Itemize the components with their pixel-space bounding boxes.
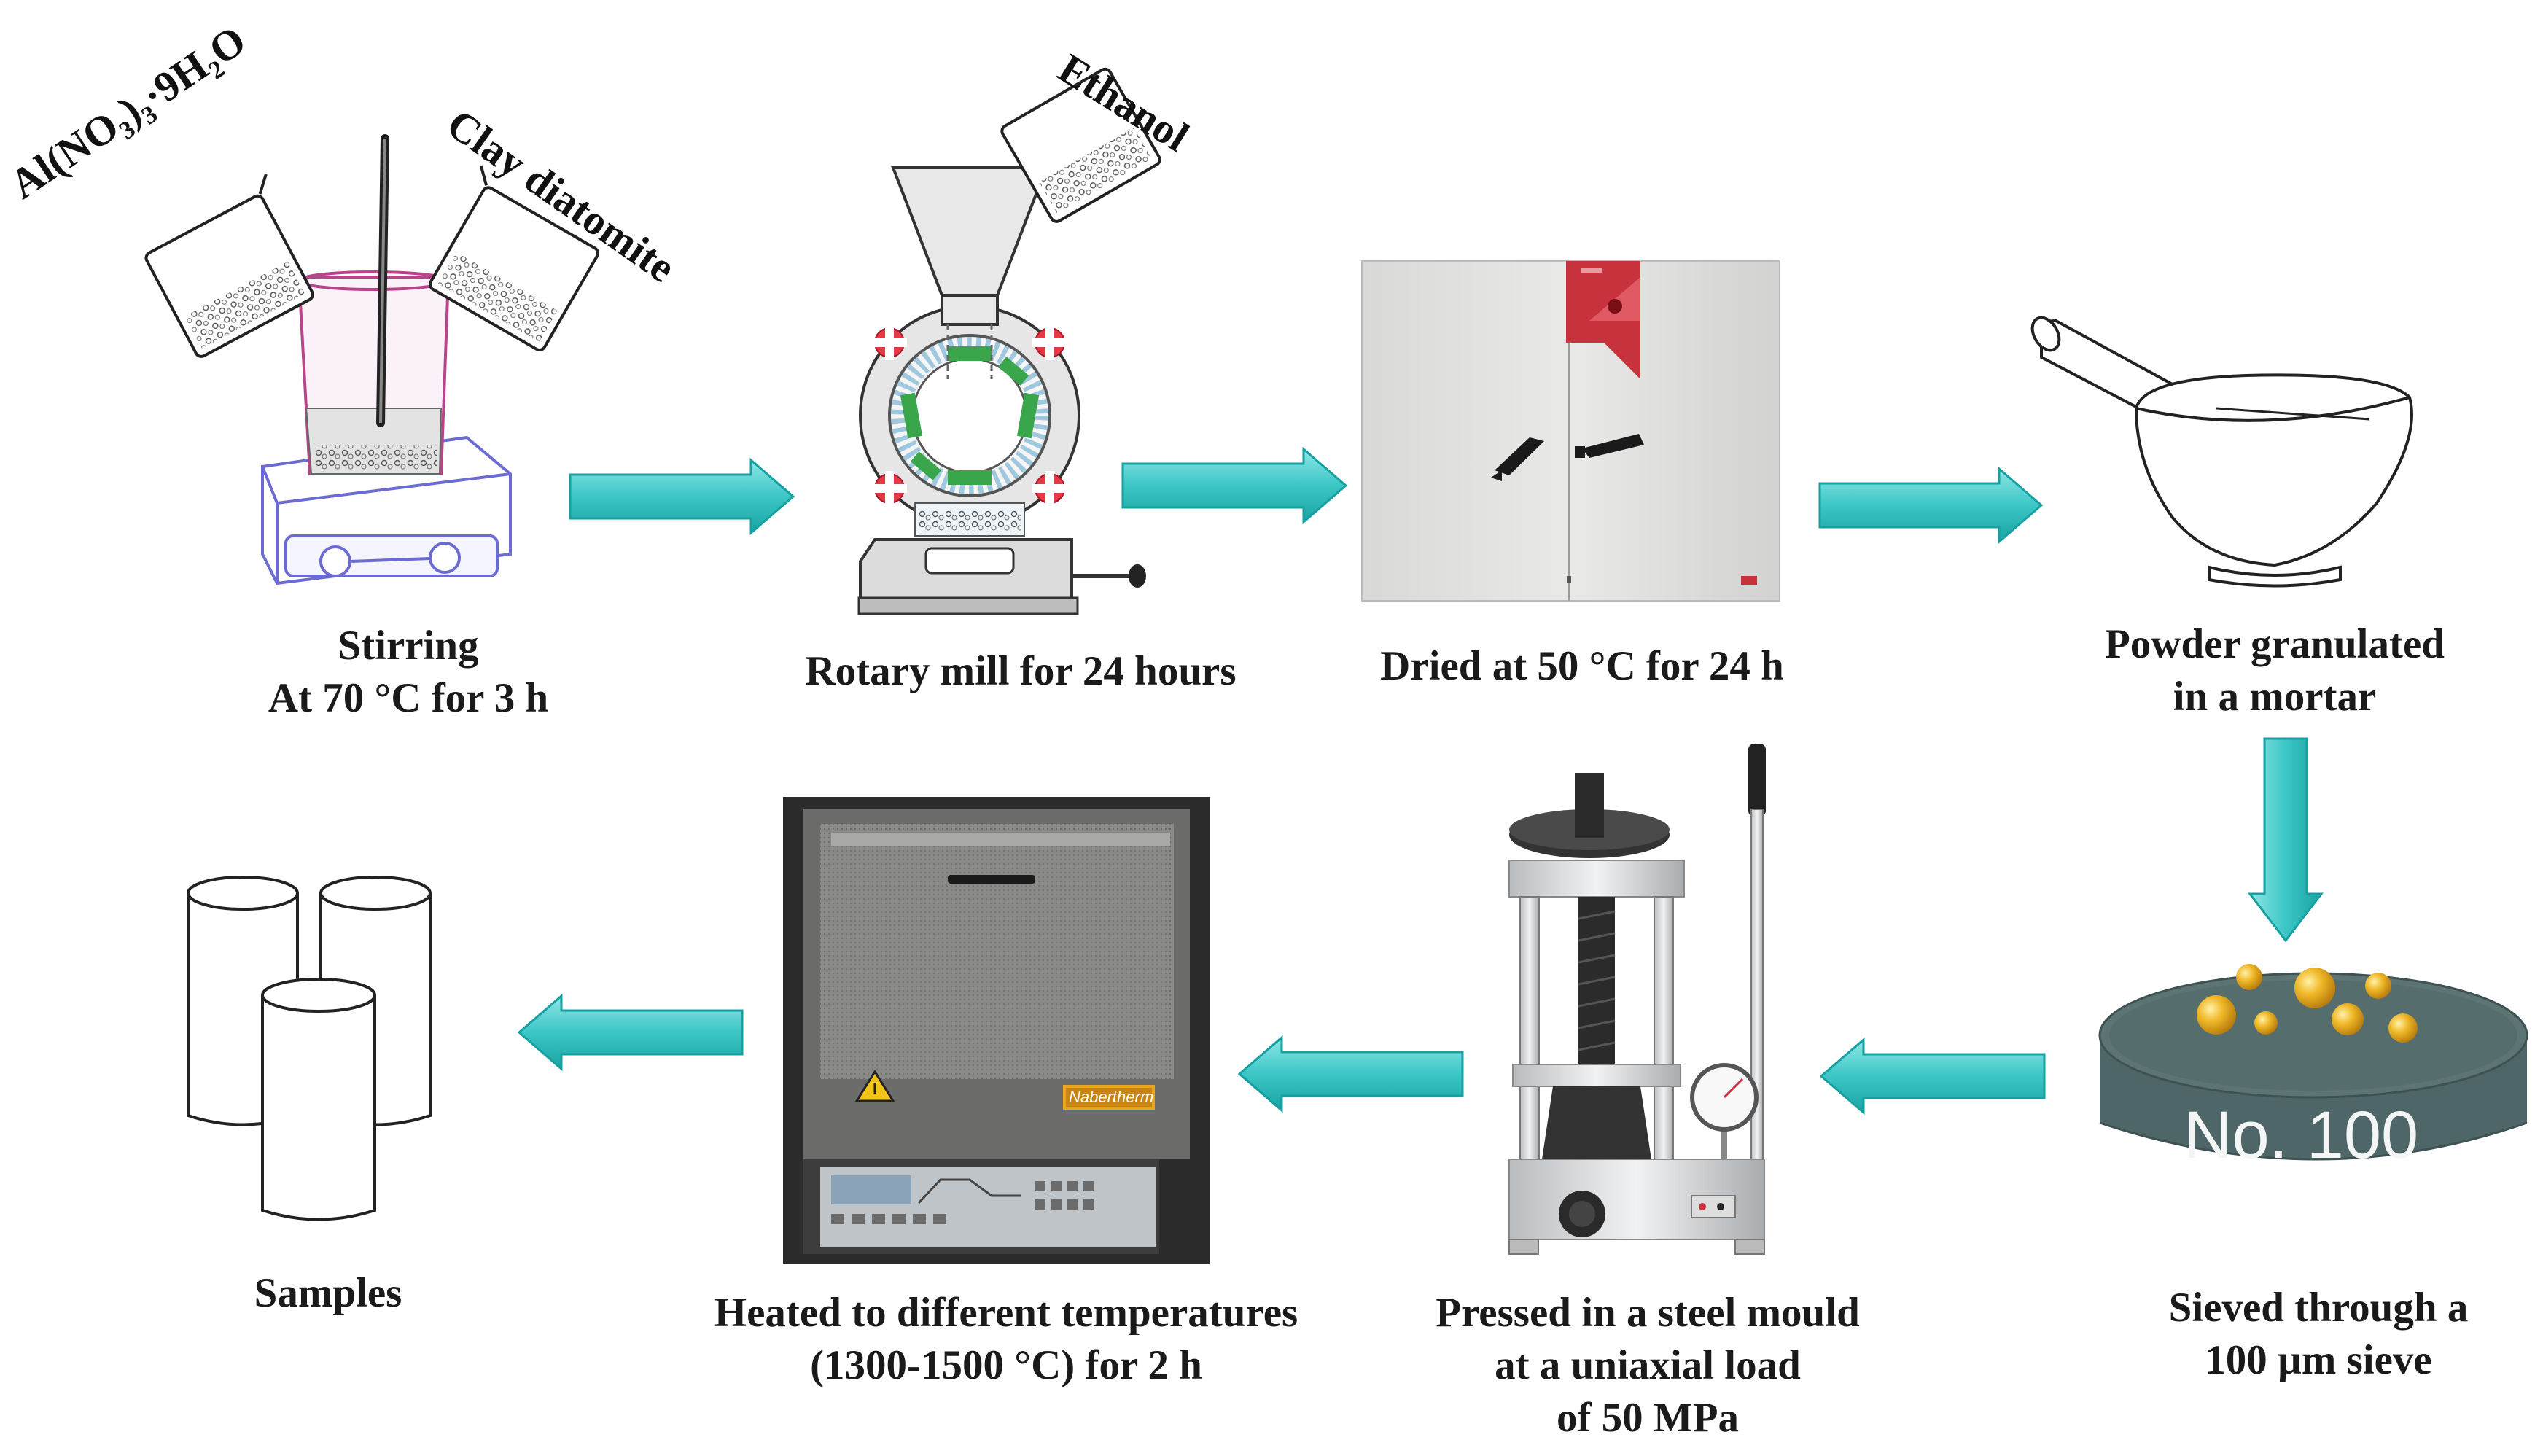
pouring-beaker-left bbox=[144, 174, 314, 358]
caption-granulation: Powder granulated in a mortar bbox=[2071, 618, 2479, 723]
arrow-stirring-to-mill bbox=[569, 457, 795, 536]
drying-oven bbox=[1361, 260, 1780, 602]
furnace-brand-label: Nabertherm bbox=[1069, 1088, 1154, 1106]
caption-heating: Heated to different temperatures (1300-1… bbox=[656, 1287, 1356, 1392]
stirring-rod bbox=[376, 134, 389, 427]
caption-pressing: Pressed in a steel mould at a uniaxial l… bbox=[1385, 1287, 1910, 1444]
arrow-press-to-furnace bbox=[1237, 1035, 1464, 1113]
flow-arrows bbox=[517, 446, 2324, 1116]
caption-sieving-line-1: Sieved through a bbox=[2168, 1285, 2469, 1331]
arrow-sieve-to-press bbox=[1819, 1037, 2046, 1116]
beaker bbox=[297, 270, 451, 475]
sieve-label: No. 100 bbox=[2184, 1098, 2419, 1172]
stirring-setup bbox=[144, 134, 600, 585]
sieve bbox=[2098, 964, 2528, 1161]
caption-rotary-mill: Rotary mill for 24 hours bbox=[766, 645, 1276, 698]
rotary-mill bbox=[857, 67, 1161, 615]
caption-pressing-line-3: of 50 MPa bbox=[1556, 1395, 1740, 1441]
furnace bbox=[783, 797, 1210, 1264]
mill-hopper bbox=[891, 166, 1048, 297]
caption-drying: Dried at 50 °C for 24 h bbox=[1327, 640, 1837, 693]
caption-samples-line-1: Samples bbox=[254, 1270, 402, 1316]
hydraulic-press bbox=[1508, 744, 1766, 1255]
caption-granulation-line-2: in a mortar bbox=[2173, 674, 2377, 720]
caption-sieving-line-2: 100 µm sieve bbox=[2205, 1337, 2432, 1383]
arrow-mill-to-drying bbox=[1121, 446, 1348, 525]
caption-drying-line-1: Dried at 50 °C for 24 h bbox=[1380, 643, 1784, 689]
caption-heating-line-2: (1300-1500 °C) for 2 h bbox=[810, 1342, 1202, 1388]
hotplate bbox=[261, 435, 512, 585]
sample-cylinder-front bbox=[261, 978, 376, 1221]
mill-pads bbox=[900, 346, 1040, 485]
arrow-drying-to-mortar bbox=[1818, 466, 2044, 545]
samples-cylinders bbox=[187, 876, 432, 1221]
caption-stirring: Stirring At 70 °C for 3 h bbox=[219, 620, 598, 725]
caption-stirring-line-2: At 70 °C for 3 h bbox=[268, 675, 549, 721]
caption-stirring-line-1: Stirring bbox=[338, 623, 479, 669]
granules bbox=[2197, 964, 2418, 1043]
mortar-bowl bbox=[2134, 373, 2413, 567]
caption-samples: Samples bbox=[182, 1267, 474, 1320]
mortar-and-pestle bbox=[2030, 316, 2413, 588]
caption-pressing-line-1: Pressed in a steel mould bbox=[1436, 1290, 1860, 1336]
pouring-beaker-right bbox=[428, 165, 600, 352]
oven-handle-right bbox=[1582, 434, 1644, 458]
mill-red-fixtures bbox=[872, 325, 1067, 506]
caption-pressing-line-2: at a uniaxial load bbox=[1495, 1342, 1801, 1388]
caption-heating-line-1: Heated to different temperatures bbox=[714, 1290, 1298, 1336]
caption-granulation-line-1: Powder granulated bbox=[2104, 621, 2445, 667]
pouring-beaker-ethanol bbox=[1000, 67, 1161, 223]
arrow-furnace-to-samples bbox=[517, 993, 744, 1072]
arrow-mortar-to-sieve bbox=[2247, 737, 2324, 943]
caption-sieving: Sieved through a 100 µm sieve bbox=[2114, 1282, 2523, 1387]
oven-handle-left bbox=[1495, 437, 1544, 475]
caption-rotary-mill-line-1: Rotary mill for 24 hours bbox=[805, 648, 1237, 694]
